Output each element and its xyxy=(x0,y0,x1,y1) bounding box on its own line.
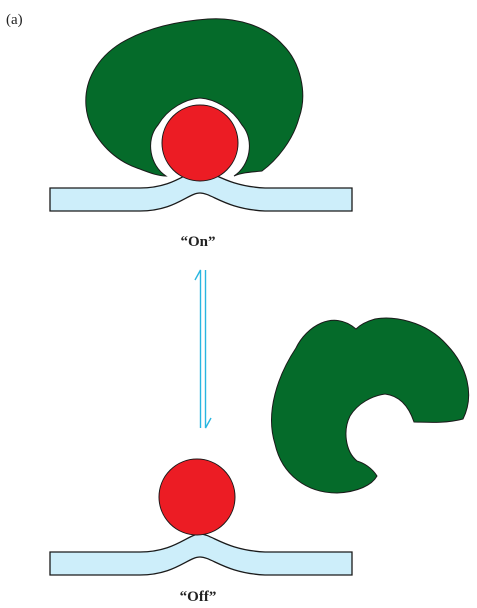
off-ligand xyxy=(159,459,235,535)
off-protein xyxy=(272,318,469,493)
on-ligand xyxy=(162,105,238,181)
arrow-down-icon xyxy=(206,270,212,428)
equilibrium-arrows xyxy=(195,270,211,428)
panel-label: (a) xyxy=(6,12,23,28)
off-state-label: “Off” xyxy=(180,589,217,605)
off-membrane xyxy=(50,534,352,575)
arrow-up-icon xyxy=(195,270,201,428)
off-state: “Off” xyxy=(50,318,469,605)
on-state: “On” xyxy=(50,19,352,250)
on-state-label: “On” xyxy=(180,234,215,250)
